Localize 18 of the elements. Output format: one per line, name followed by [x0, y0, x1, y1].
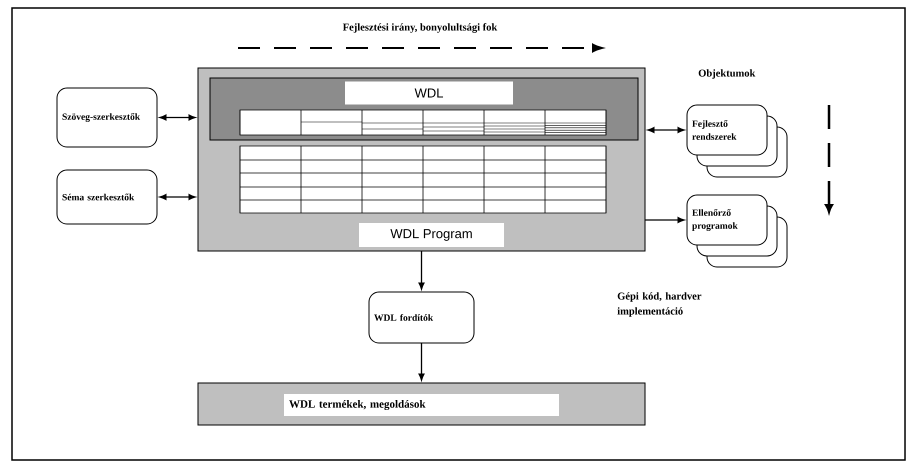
- product-bar: WDL termékek, megoldások: [198, 382, 646, 426]
- arrow: [159, 114, 196, 120]
- note: Gépi kód, hardver implementáció: [617, 292, 702, 317]
- stacked-cards: Fejlesztő rendszerek: [686, 104, 788, 178]
- stacked-cards: Ellenőrző programok: [686, 194, 788, 268]
- arrow: [418, 344, 424, 381]
- heading: Objektumok: [698, 69, 756, 79]
- arrow: [646, 217, 685, 223]
- arrow: [647, 127, 685, 133]
- arrow: [159, 194, 196, 200]
- wdl-panel: WDL: [210, 78, 638, 140]
- node-label: Ellenőrző: [692, 209, 731, 216]
- rounded-box: Séma szerkesztők: [56, 170, 158, 224]
- heading: Fejlesztési irány, bonyolultsági fok: [342, 23, 498, 33]
- node-label: Fejlesztő: [692, 120, 728, 129]
- rounded-box: Szöveg-szerkesztők: [56, 88, 158, 148]
- arrow: [418, 252, 424, 290]
- rounded-box: WDL fordítók: [368, 292, 474, 344]
